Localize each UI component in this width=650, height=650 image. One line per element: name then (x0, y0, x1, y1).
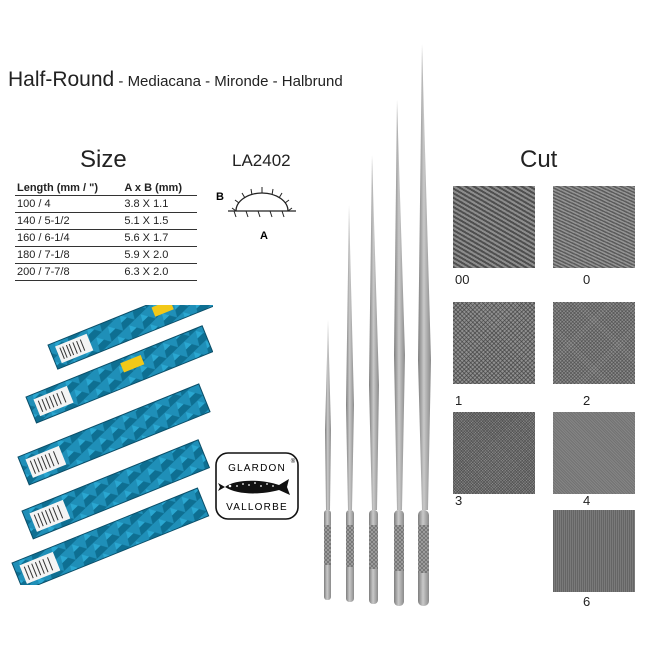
cut-swatch-4 (553, 412, 635, 494)
logo-text-bottom: VALLORBE (226, 502, 288, 513)
cut-swatch-0 (553, 186, 635, 268)
product-boxes-image (11, 305, 213, 585)
cut-label-1: 1 (455, 393, 463, 408)
glardon-vallorbe-logo: GLARDON ® VALLORBE (215, 452, 299, 520)
logo-text-top: GLARDON (228, 463, 286, 474)
cut-swatch-00 (453, 186, 535, 268)
cut-swatch-2 (553, 302, 635, 384)
size-length: 100 / 4 (15, 195, 117, 213)
page-title: Half-Round - Mediacana - Mironde - Halbr… (8, 68, 343, 92)
barcode-label (29, 499, 71, 532)
needle-files-image (324, 44, 431, 606)
profile-teeth (231, 187, 293, 218)
barcode-label (19, 551, 61, 584)
cut-label-2: 2 (583, 393, 591, 408)
title-subtitle: - Mediacana - Mironde - Halbrund (114, 73, 343, 90)
profile-label-a: A (260, 230, 268, 242)
title-main: Half-Round (8, 68, 115, 91)
file-200mm (418, 44, 431, 606)
cut-swatch-1 (453, 302, 535, 384)
size-axb: 5.9 X 2.0 (116, 246, 197, 264)
profile-label-b: B (216, 191, 224, 203)
cut-label-0: 0 (583, 272, 591, 287)
box-stack (11, 305, 213, 585)
cut-label-6: 6 (583, 594, 591, 609)
size-length: 180 / 7-1/8 (15, 246, 117, 264)
file-140mm (346, 205, 354, 602)
size-header-length: Length (mm / ") (15, 181, 117, 196)
barcode-label (33, 385, 74, 417)
half-round-profile-diagram: B A (216, 187, 296, 242)
cut-swatch-6 (553, 510, 635, 592)
logo-registered-mark: ® (291, 458, 296, 465)
size-length: 200 / 7-7/8 (15, 263, 117, 281)
file-180mm (394, 100, 405, 606)
file-160mm (369, 155, 379, 604)
size-axb: 5.1 X 1.5 (116, 212, 197, 230)
barcode-label (25, 445, 67, 478)
cut-label-00: 00 (455, 272, 470, 287)
cut-swatch-3 (453, 412, 535, 494)
cut-label-3: 3 (455, 493, 463, 508)
size-table-header-row: Length (mm / ") A x B (mm) (15, 181, 197, 196)
cut-label-4: 4 (583, 493, 591, 508)
barcode-label (55, 333, 94, 364)
size-axb: 3.8 X 1.1 (116, 195, 197, 213)
cut-heading: Cut (520, 146, 558, 173)
file-100mm (324, 320, 331, 600)
size-heading: Size (80, 146, 127, 173)
size-length: 160 / 6-1/4 (15, 229, 117, 247)
size-axb: 6.3 X 2.0 (116, 263, 197, 281)
size-axb: 5.6 X 1.7 (116, 229, 197, 247)
model-number: LA2402 (232, 151, 291, 170)
fish-icon (218, 479, 290, 495)
size-length: 140 / 5-1/2 (15, 212, 117, 230)
size-header-axb: A x B (mm) (116, 181, 197, 196)
